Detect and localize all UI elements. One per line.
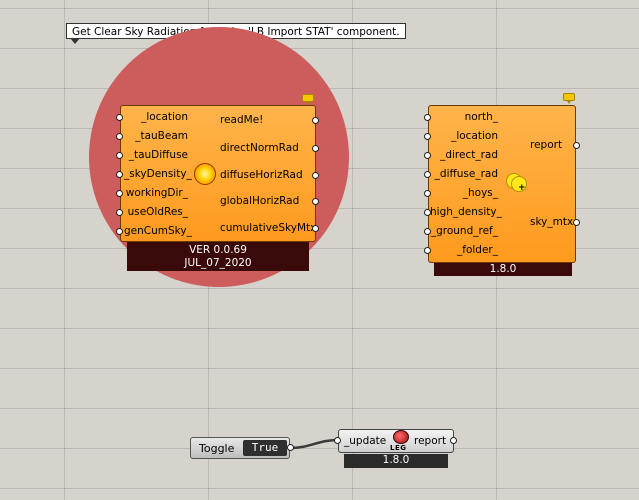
output-plug[interactable] <box>312 172 319 179</box>
output-plug[interactable] <box>450 437 457 444</box>
output-report[interactable]: report <box>530 139 563 151</box>
component-footer: VER 0.0.69 JUL_07_2020 <box>127 242 309 271</box>
boolean-toggle[interactable]: Toggle True <box>190 437 290 459</box>
toggle-value[interactable]: True <box>243 440 287 456</box>
input-use-old-res[interactable]: useOldRes_ <box>127 206 188 218</box>
input-working-dir[interactable]: workingDir_ <box>125 187 188 199</box>
output-sky-mtx[interactable]: sky_mtx <box>530 216 574 228</box>
sky-matrix-component[interactable] <box>428 105 576 263</box>
input-plug[interactable] <box>116 171 123 178</box>
input-hoys[interactable]: _hoys_ <box>462 187 498 199</box>
input-plug[interactable] <box>424 247 431 254</box>
output-plug[interactable] <box>573 142 580 149</box>
output-direct-norm-rad[interactable]: directNormRad <box>220 142 299 154</box>
input-update[interactable]: _update <box>344 435 387 447</box>
input-tau-diffuse[interactable]: _tauDiffuse <box>128 149 188 161</box>
date-label: JUL_07_2020 <box>184 257 252 269</box>
input-location[interactable]: _location <box>141 111 188 123</box>
input-folder[interactable]: _folder_ <box>457 244 498 256</box>
version-label: 1.8.0 <box>382 454 410 466</box>
input-plug[interactable] <box>116 228 123 235</box>
input-plug[interactable] <box>424 209 431 216</box>
input-plug[interactable] <box>334 437 341 444</box>
leg-icon-text: LEG <box>390 444 407 452</box>
input-plug[interactable] <box>116 190 123 197</box>
clear-sky-component[interactable] <box>120 105 316 242</box>
input-north[interactable]: north_ <box>464 111 498 123</box>
input-plug[interactable] <box>424 171 431 178</box>
input-location[interactable]: _location <box>451 130 498 142</box>
input-tau-beam[interactable]: _tauBeam <box>135 130 188 142</box>
output-readme[interactable]: readMe! <box>220 114 264 126</box>
output-cumulative-sky-mtx[interactable]: cumulativeSkyMtx <box>220 222 317 234</box>
message-bubble-icon[interactable] <box>302 94 314 105</box>
input-plug[interactable] <box>116 152 123 159</box>
version-label: 1.8.0 <box>489 263 517 275</box>
input-high-density[interactable]: high_density_ <box>430 206 502 218</box>
input-plug[interactable] <box>424 114 431 121</box>
version-label: VER 0.0.69 <box>189 244 247 256</box>
input-diffuse-rad[interactable]: _diffuse_rad <box>434 168 498 180</box>
output-plug[interactable] <box>312 145 319 152</box>
message-bubble-icon[interactable] <box>563 93 575 104</box>
input-gen-cum-sky[interactable]: genCumSky_ <box>124 225 192 237</box>
output-plug[interactable] <box>312 198 319 205</box>
ladybug-icon <box>393 430 409 444</box>
input-plug[interactable] <box>424 133 431 140</box>
tooltip-tail <box>70 38 80 44</box>
input-direct-rad[interactable]: _direct_rad <box>440 149 498 161</box>
input-sky-density[interactable]: _skyDensity_ <box>124 168 192 180</box>
input-plug[interactable] <box>424 190 431 197</box>
component-footer: 1.8.0 <box>434 263 572 276</box>
input-plug[interactable] <box>116 133 123 140</box>
output-plug[interactable] <box>312 117 319 124</box>
toggle-label: Toggle <box>199 442 235 455</box>
output-global-horiz-rad[interactable]: globalHorizRad <box>220 195 300 207</box>
input-plug[interactable] <box>424 152 431 159</box>
sky-sun-icon: + <box>506 173 527 193</box>
component-footer: 1.8.0 <box>344 454 448 468</box>
output-plug[interactable] <box>287 444 294 451</box>
input-plug[interactable] <box>116 209 123 216</box>
output-diffuse-horiz-rad[interactable]: diffuseHorizRad <box>220 169 303 181</box>
input-plug[interactable] <box>424 228 431 235</box>
input-plug[interactable] <box>116 114 123 121</box>
sun-icon <box>194 163 216 185</box>
output-plug[interactable] <box>573 219 580 226</box>
output-report[interactable]: report <box>414 435 447 447</box>
output-plug[interactable] <box>312 225 319 232</box>
input-ground-ref[interactable]: _ground_ref_ <box>430 225 498 237</box>
